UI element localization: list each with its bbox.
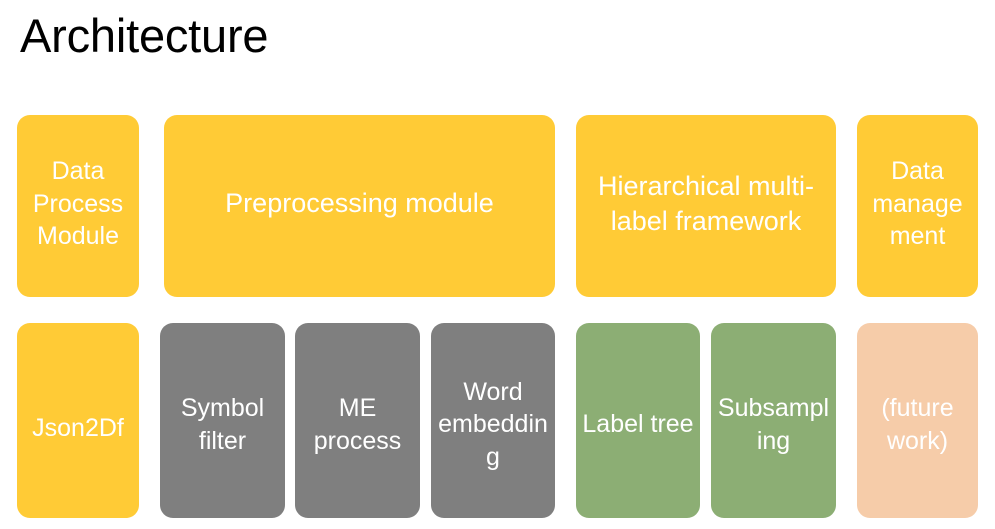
node-symbol-filter[interactable]: Symbol filter (160, 323, 285, 518)
node-label: Data management (872, 157, 963, 251)
node-data-management[interactable]: Data management (857, 115, 978, 297)
node-label-tree[interactable]: Label tree (576, 323, 700, 518)
node-label: Label tree (582, 410, 694, 439)
node-label: (future work) (881, 394, 954, 455)
node-json2df[interactable]: Json2Df (17, 323, 139, 518)
node-subsampling[interactable]: Subsampling (711, 323, 836, 518)
node-word-embedding[interactable]: Word embedding (431, 323, 555, 518)
node-label: Preprocessing module (225, 188, 494, 219)
node-label: Subsampling (717, 394, 830, 455)
node-data-process-module[interactable]: Data Process Module (17, 115, 139, 297)
node-label: ME process (313, 394, 402, 455)
node-future-work[interactable]: (future work) (857, 323, 978, 518)
node-hierarchical-multi-label-framework[interactable]: Hierarchical multi-label framework (576, 115, 836, 297)
node-me-process[interactable]: ME process (295, 323, 420, 518)
node-label: Symbol filter (180, 394, 265, 455)
node-label: Word embedding (438, 377, 548, 471)
node-label: Data Process Module (32, 157, 124, 251)
node-label: Hierarchical multi-label framework (597, 170, 815, 236)
node-label: Json2Df (32, 414, 124, 443)
node-preprocessing-module[interactable]: Preprocessing module (164, 115, 555, 297)
page-title: Architecture (20, 9, 269, 62)
